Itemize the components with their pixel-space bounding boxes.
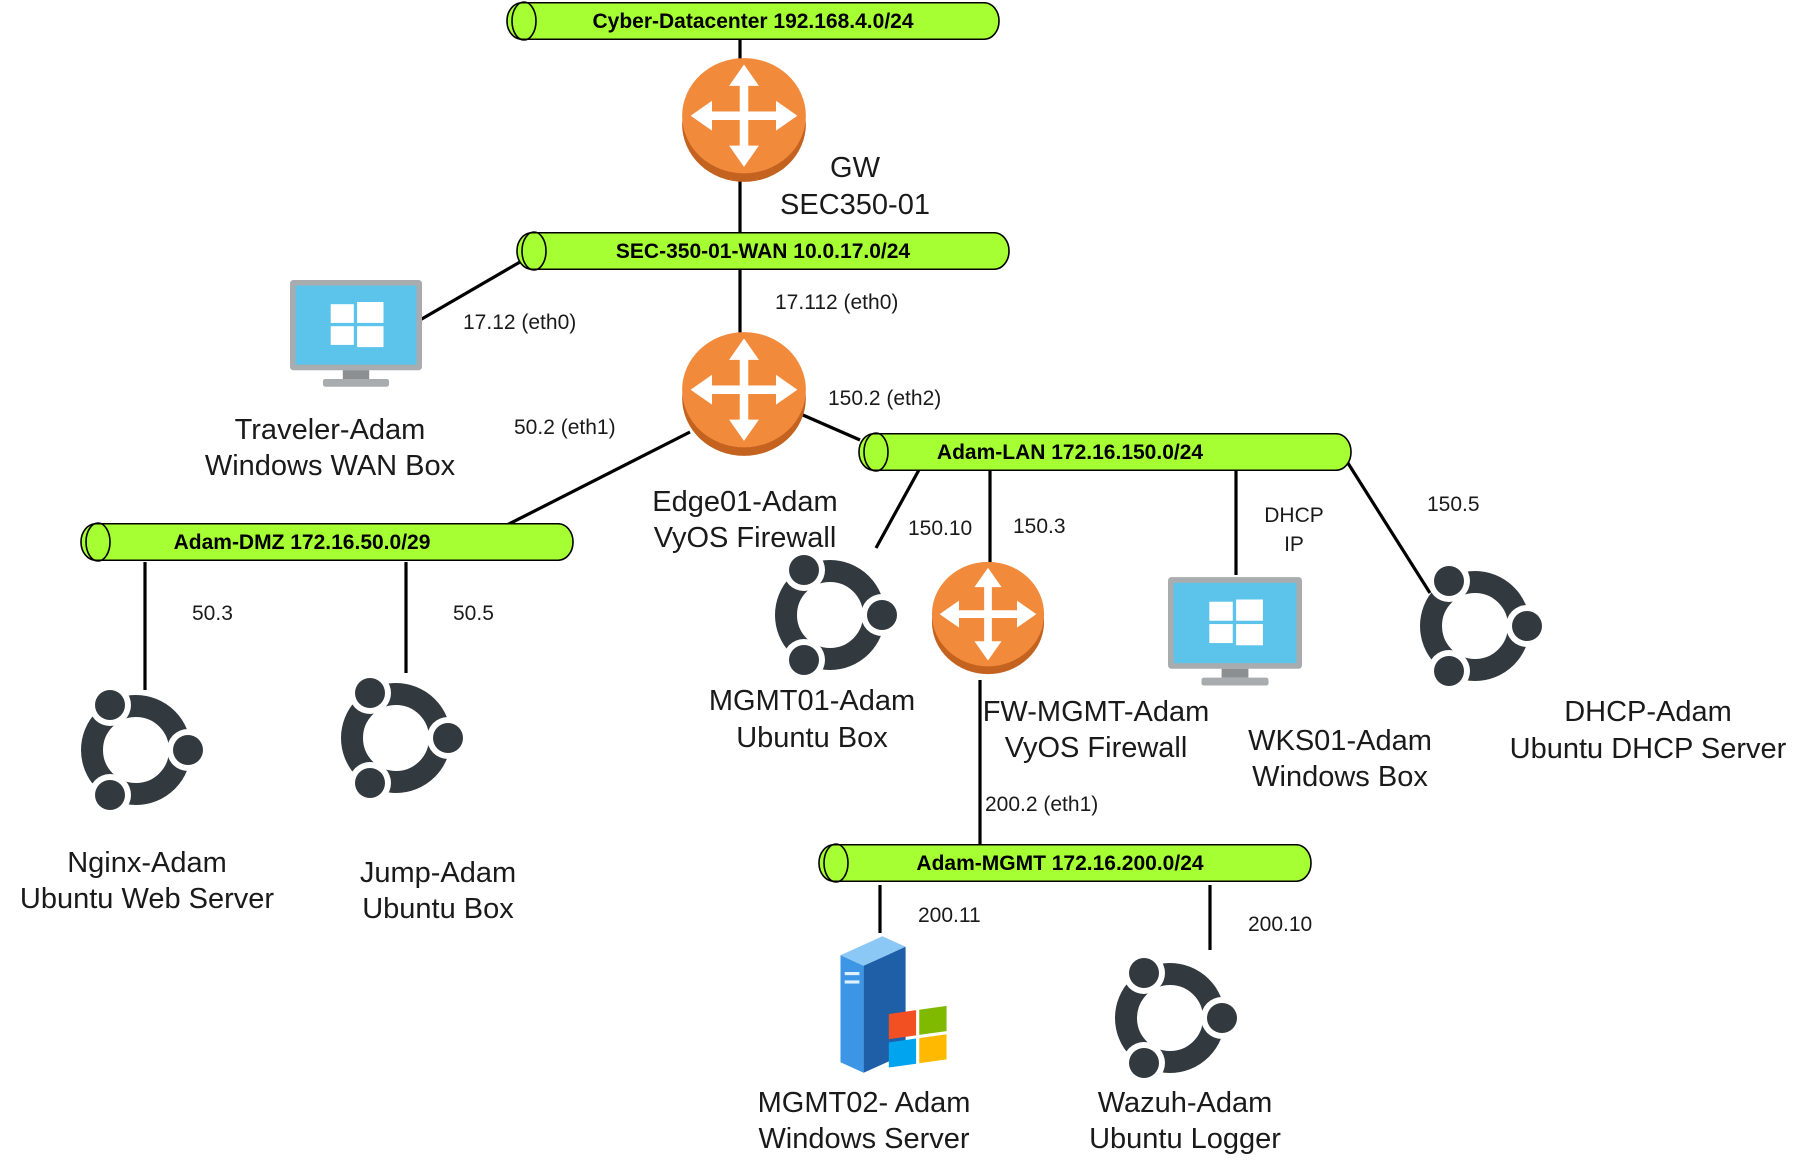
ubuntu-logo-icon xyxy=(783,549,903,681)
network-mgmt: Adam-MGMT 172.16.200.0/24 xyxy=(819,843,1311,883)
svg-text:SEC350-01: SEC350-01 xyxy=(780,189,930,221)
svg-text:VyOS Firewall: VyOS Firewall xyxy=(1005,732,1188,764)
ip-label: 150.10 xyxy=(908,517,972,540)
svg-text:Ubuntu Box: Ubuntu Box xyxy=(362,893,514,925)
network-lan-label: Adam-LAN 172.16.150.0/24 xyxy=(937,441,1203,464)
svg-text:Windows WAN Box: Windows WAN Box xyxy=(205,450,456,482)
windows-server-icon xyxy=(840,936,947,1073)
node-traveler: Traveler-Adam Windows WAN Box xyxy=(205,414,456,482)
svg-text:DHCP-Adam: DHCP-Adam xyxy=(1564,696,1732,728)
node-mgmt02: MGMT02- Adam Windows Server xyxy=(758,1087,971,1155)
svg-text:Ubuntu Web Server: Ubuntu Web Server xyxy=(20,883,274,915)
ubuntu-logo-icon xyxy=(1123,952,1243,1084)
node-jump: Jump-Adam Ubuntu Box xyxy=(360,857,516,925)
ip-label: 150.3 xyxy=(1013,515,1066,538)
node-edge: Edge01-Adam VyOS Firewall xyxy=(652,486,837,554)
ip-label: 150.2 (eth2) xyxy=(828,387,941,410)
ip-label: 50.2 (eth1) xyxy=(514,416,616,439)
svg-text:Ubuntu Box: Ubuntu Box xyxy=(736,722,888,754)
router-icon xyxy=(682,332,806,456)
network-wan: SEC-350-01-WAN 10.0.17.0/24 xyxy=(517,231,1009,271)
network-wan-label: SEC-350-01-WAN 10.0.17.0/24 xyxy=(616,240,910,263)
svg-text:Nginx-Adam: Nginx-Adam xyxy=(67,847,227,879)
node-dhcp: DHCP-Adam Ubuntu DHCP Server xyxy=(1510,696,1787,765)
svg-text:Ubuntu Logger: Ubuntu Logger xyxy=(1089,1123,1281,1155)
svg-text:MGMT01-Adam: MGMT01-Adam xyxy=(709,685,915,717)
svg-text:Wazuh-Adam: Wazuh-Adam xyxy=(1098,1087,1273,1119)
ip-label: 50.5 xyxy=(453,602,494,625)
router-icon xyxy=(931,561,1045,675)
network-datacenter: Cyber-Datacenter 192.168.4.0/24 xyxy=(507,1,999,41)
ip-label: 200.10 xyxy=(1248,913,1312,936)
svg-text:Windows Box: Windows Box xyxy=(1252,761,1428,793)
ip-label: 50.3 xyxy=(192,602,233,625)
node-gw: GW SEC350-01 xyxy=(780,152,930,221)
network-lan: Adam-LAN 172.16.150.0/24 xyxy=(859,432,1351,472)
svg-text:Windows Server: Windows Server xyxy=(758,1123,969,1155)
svg-text:Edge01-Adam: Edge01-Adam xyxy=(652,486,837,518)
ip-label: 150.5 xyxy=(1427,493,1480,516)
ip-label: 17.12 (eth0) xyxy=(463,311,576,334)
svg-text:MGMT02- Adam: MGMT02- Adam xyxy=(758,1087,971,1119)
node-wks01: WKS01-Adam Windows Box xyxy=(1248,725,1432,793)
router-icon xyxy=(682,58,806,182)
windows-pc-icon xyxy=(1168,577,1302,686)
svg-text:GW: GW xyxy=(830,152,881,184)
svg-text:WKS01-Adam: WKS01-Adam xyxy=(1248,725,1432,757)
ip-labels: 17.12 (eth0) 17.112 (eth0) 150.2 (eth2) … xyxy=(192,291,1480,936)
connection-lines xyxy=(143,40,1432,950)
node-fwmgmt: FW-MGMT-Adam VyOS Firewall xyxy=(983,696,1210,764)
svg-text:Jump-Adam: Jump-Adam xyxy=(360,857,516,889)
ip-label: 200.2 (eth1) xyxy=(985,793,1098,816)
node-nginx: Nginx-Adam Ubuntu Web Server xyxy=(20,847,274,915)
windows-pc-icon xyxy=(290,280,422,387)
svg-text:Traveler-Adam: Traveler-Adam xyxy=(235,414,426,446)
ip-label: IP xyxy=(1284,533,1304,556)
network-dmz: Adam-DMZ 172.16.50.0/29 xyxy=(81,522,573,562)
ip-label: 17.112 (eth0) xyxy=(775,291,898,314)
ubuntu-logo-icon xyxy=(89,684,209,816)
network-mgmt-label: Adam-MGMT 172.16.200.0/24 xyxy=(916,852,1203,875)
svg-text:FW-MGMT-Adam: FW-MGMT-Adam xyxy=(983,696,1210,728)
node-wazuh: Wazuh-Adam Ubuntu Logger xyxy=(1089,1087,1281,1155)
node-mgmt01: MGMT01-Adam Ubuntu Box xyxy=(709,685,915,754)
ubuntu-logo-icon xyxy=(349,672,469,804)
ubuntu-logo-icon xyxy=(1428,560,1548,692)
network-dmz-label: Adam-DMZ 172.16.50.0/29 xyxy=(174,531,431,554)
svg-text:Ubuntu DHCP Server: Ubuntu DHCP Server xyxy=(1510,733,1787,765)
network-datacenter-label: Cyber-Datacenter 192.168.4.0/24 xyxy=(592,10,913,33)
ip-label: DHCP xyxy=(1264,504,1324,527)
ip-label: 200.11 xyxy=(918,904,981,927)
svg-text:VyOS Firewall: VyOS Firewall xyxy=(654,522,837,554)
